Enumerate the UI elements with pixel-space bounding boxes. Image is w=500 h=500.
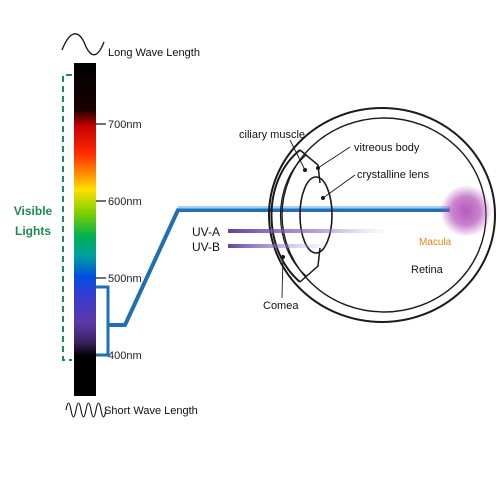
short-wave-label: Short Wave Length (104, 405, 198, 417)
crystalline-lens-label: crystalline lens (357, 169, 430, 181)
visible-label-line1: Visible (14, 204, 53, 218)
uv-bracket (96, 285, 110, 357)
retina-label: Retina (411, 264, 444, 276)
long-wave-icon (61, 33, 105, 56)
visible-range-bracket (62, 74, 72, 361)
tick-label-700: 700nm (108, 119, 142, 131)
light-beam (108, 208, 450, 327)
short-wave-icon (65, 402, 107, 418)
tick-label-400: 400nm (108, 350, 142, 362)
ciliary-body-bottom (299, 247, 321, 283)
sclera-outer (268, 107, 496, 323)
uvb-ray (228, 244, 328, 248)
macula-glow (440, 185, 492, 237)
cornea (270, 149, 301, 283)
long-wave-label: Long Wave Length (108, 47, 200, 59)
light-beam-highlight (178, 206, 450, 209)
vitreous-body-label: vitreous body (354, 142, 420, 154)
uva-label: UV-A (192, 225, 220, 239)
ciliary-muscle-label: ciliary muscle (239, 129, 305, 141)
macula-label: Macula (419, 237, 452, 248)
uvb-label: UV-B (192, 240, 220, 254)
cornea-label: Comea (263, 300, 299, 312)
tick-label-600: 600nm (108, 196, 142, 208)
crystalline-lens-shape (299, 176, 333, 254)
tick-label-500: 500nm (108, 273, 142, 285)
spectrum-bar (74, 63, 96, 396)
leader-lines (280, 139, 356, 299)
visible-label-line2: Lights (15, 224, 51, 238)
uva-ray (228, 229, 384, 233)
spectrum-ticks: 700nm 600nm 500nm 400nm (96, 119, 142, 362)
